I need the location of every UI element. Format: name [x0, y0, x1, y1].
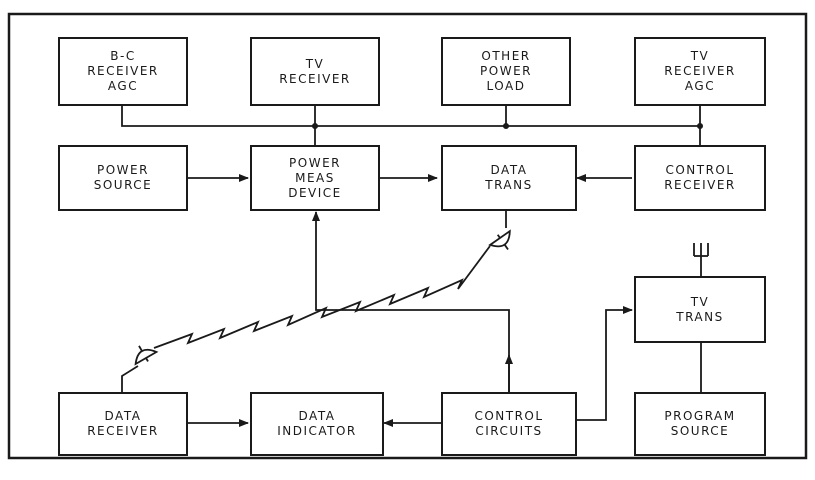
- control-receiver-block: CONTROL RECEIVER: [634, 145, 766, 211]
- tv-receiver-block: TV RECEIVER: [250, 37, 380, 106]
- power-meas-device-block: POWER MEAS DEVICE: [250, 145, 380, 211]
- tv-receiver-agc-block: TV RECEIVER AGC: [634, 37, 766, 106]
- outer-frame: [7, 12, 808, 460]
- control-feedback-line: [312, 211, 513, 392]
- data-indicator-block: DATA INDICATOR: [250, 392, 384, 456]
- tv-antenna-icon: [693, 243, 709, 276]
- power-bus: [121, 106, 701, 145]
- junction-dot: [697, 123, 703, 129]
- tv-trans-block: TV TRANS: [634, 276, 766, 343]
- data-receiver-block: DATA RECEIVER: [58, 392, 188, 456]
- other-power-load-block: OTHER POWER LOAD: [441, 37, 571, 106]
- dish-antenna-icon: [488, 229, 511, 250]
- power-source-block: POWER SOURCE: [58, 145, 188, 211]
- lightning-link-icon: [153, 245, 491, 349]
- data-trans-block: DATA TRANS: [441, 145, 577, 211]
- control-circuits-block: CONTROL CIRCUITS: [441, 392, 577, 456]
- program-source-block: PROGRAM SOURCE: [634, 392, 766, 456]
- bc-receiver-agc-block: B-C RECEIVER AGC: [58, 37, 188, 106]
- junction-dot: [312, 123, 318, 129]
- data-receiver-feed: [121, 365, 139, 392]
- arrow-control-circuits-to-tv-trans: [577, 306, 633, 421]
- junction-dot: [503, 123, 509, 129]
- dish-antenna-icon: [134, 345, 159, 366]
